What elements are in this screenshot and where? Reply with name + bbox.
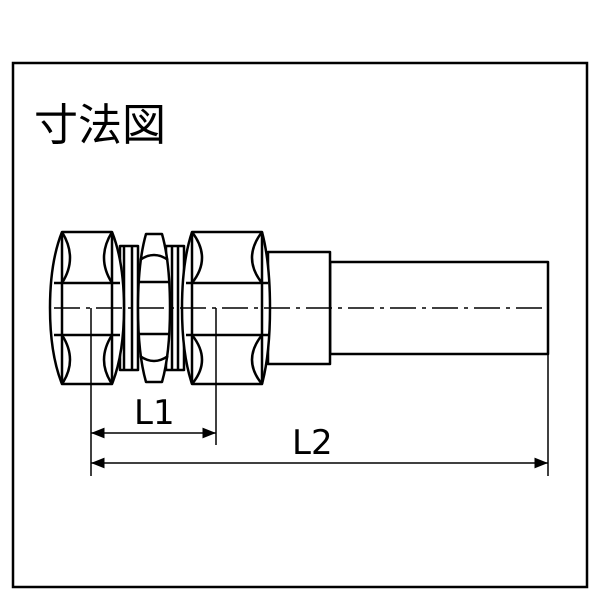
outer-frame [11, 61, 589, 589]
extension-lines [90, 308, 549, 476]
dimension-label-l2: L2 [292, 423, 333, 463]
drawing-title: 寸法図 [34, 100, 166, 151]
dimension-label-l1: L1 [134, 393, 175, 433]
